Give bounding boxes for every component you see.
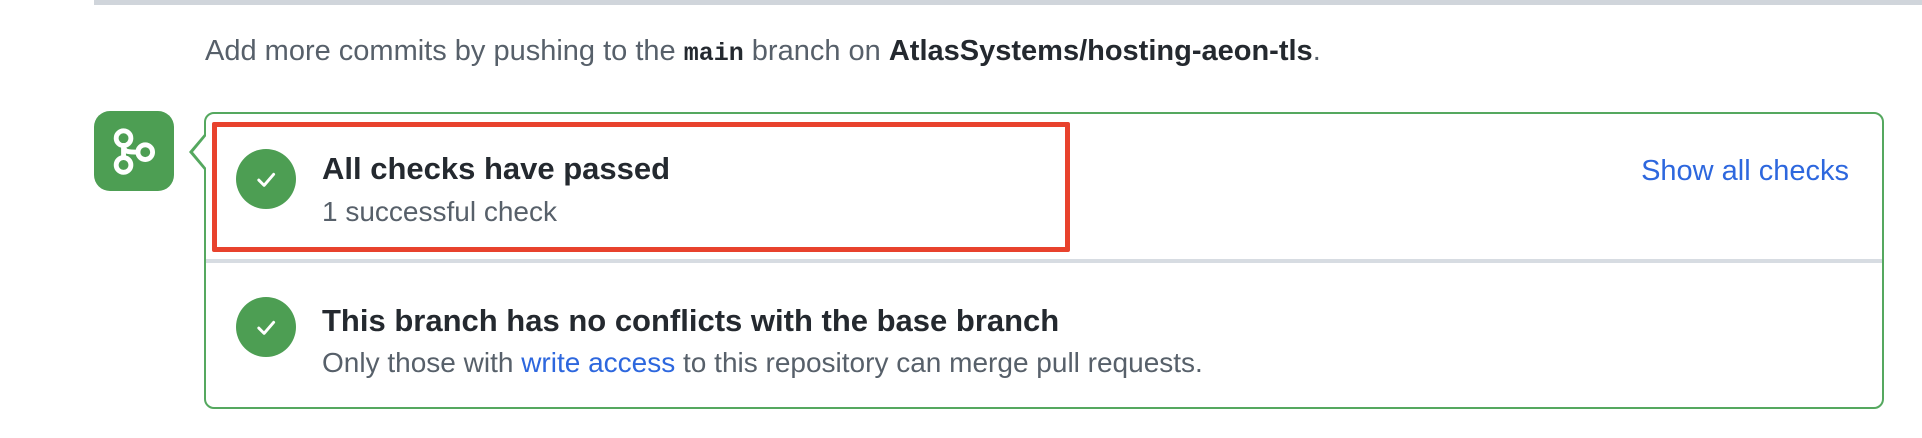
conflicts-success-icon bbox=[236, 297, 296, 357]
box-caret-inner bbox=[193, 135, 207, 169]
show-all-checks-link[interactable]: Show all checks bbox=[1641, 155, 1849, 187]
write-access-link[interactable]: write access bbox=[521, 347, 676, 378]
merge-status-icon bbox=[94, 111, 174, 191]
commit-hint-text: Add more commits by pushing to the main … bbox=[205, 33, 1321, 72]
note-middle: branch on bbox=[743, 35, 889, 67]
branch-name-code: main bbox=[683, 39, 744, 68]
check-icon bbox=[257, 320, 276, 335]
checks-subtitle: 1 successful check bbox=[322, 196, 557, 227]
checks-title: All checks have passed bbox=[322, 151, 671, 186]
note-prefix: Add more commits by pushing to the bbox=[205, 35, 684, 67]
section-divider bbox=[206, 259, 1882, 263]
repo-name: AtlasSystems/hosting-aeon-tls bbox=[888, 35, 1313, 67]
note-suffix: . bbox=[1312, 35, 1321, 67]
git-branch-icon bbox=[113, 128, 156, 175]
checks-success-icon bbox=[236, 149, 296, 209]
conflicts-subtitle-prefix: Only those with bbox=[322, 347, 522, 378]
top-divider bbox=[94, 0, 1922, 5]
conflicts-subtitle: Only those with write access to this rep… bbox=[322, 346, 1203, 380]
check-icon bbox=[257, 172, 276, 187]
merge-status-box: All checks have passed 1 successful chec… bbox=[189, 112, 1884, 409]
conflicts-title: This branch has no conflicts with the ba… bbox=[322, 303, 1060, 338]
conflicts-subtitle-suffix: to this repository can merge pull reques… bbox=[675, 347, 1203, 378]
